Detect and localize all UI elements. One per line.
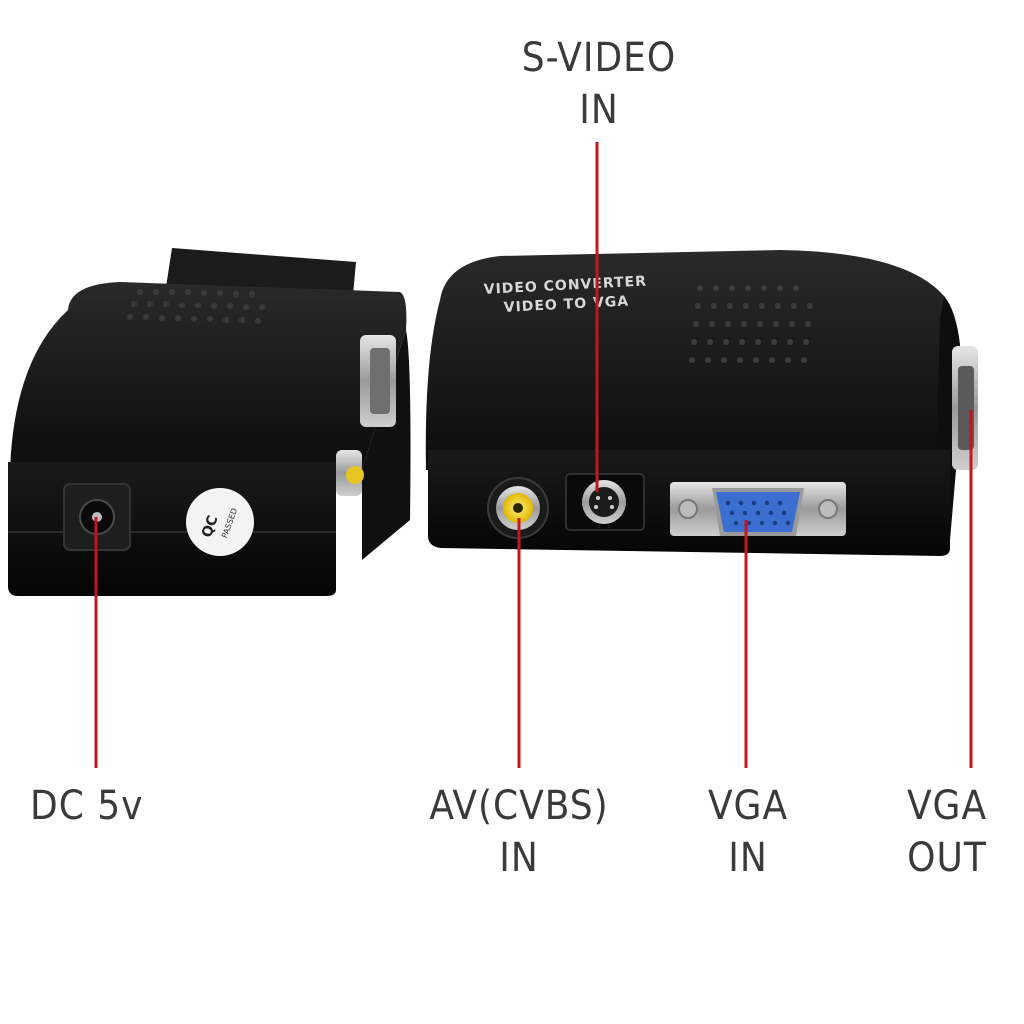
vga-out-title: VGA xyxy=(906,783,988,829)
vent-grid xyxy=(689,285,813,363)
callout-dc-5v: DC 5v xyxy=(30,780,200,832)
callout-vga-out: VGA OUT xyxy=(892,780,1002,884)
s-video-jack xyxy=(565,473,645,531)
qc-passed-sticker: QC PASSED xyxy=(186,488,254,556)
callout-av-cvbs-in: AV(CVBS) IN xyxy=(392,780,646,884)
callout-vga-in: VGA IN xyxy=(688,780,808,884)
vga-in-label: IN xyxy=(728,835,768,881)
qc-label: QC xyxy=(199,513,222,539)
av-cvbs-label: AV(CVBS) xyxy=(429,783,609,829)
side-vga-connector xyxy=(360,335,396,427)
converter-box-front: VIDEO CONVERTER VIDEO TO VGA xyxy=(425,250,978,556)
vga-in-port xyxy=(670,482,846,536)
av-in-label: IN xyxy=(499,835,539,881)
side-rca-jack xyxy=(336,450,364,496)
callout-svideo-in: S-VIDEO IN xyxy=(494,32,704,136)
vga-in-title: VGA xyxy=(707,783,789,829)
vga-out-label: OUT xyxy=(907,835,987,881)
av-cvbs-jack xyxy=(487,477,549,539)
svideo-label: S-VIDEO xyxy=(521,35,677,81)
converter-box-rear: QC PASSED xyxy=(8,248,411,596)
leader-lines xyxy=(94,142,973,768)
vent-holes xyxy=(127,289,265,324)
vga-out-port xyxy=(952,346,978,470)
dc-label: DC 5v xyxy=(30,783,144,829)
svideo-in-label: IN xyxy=(579,87,619,133)
